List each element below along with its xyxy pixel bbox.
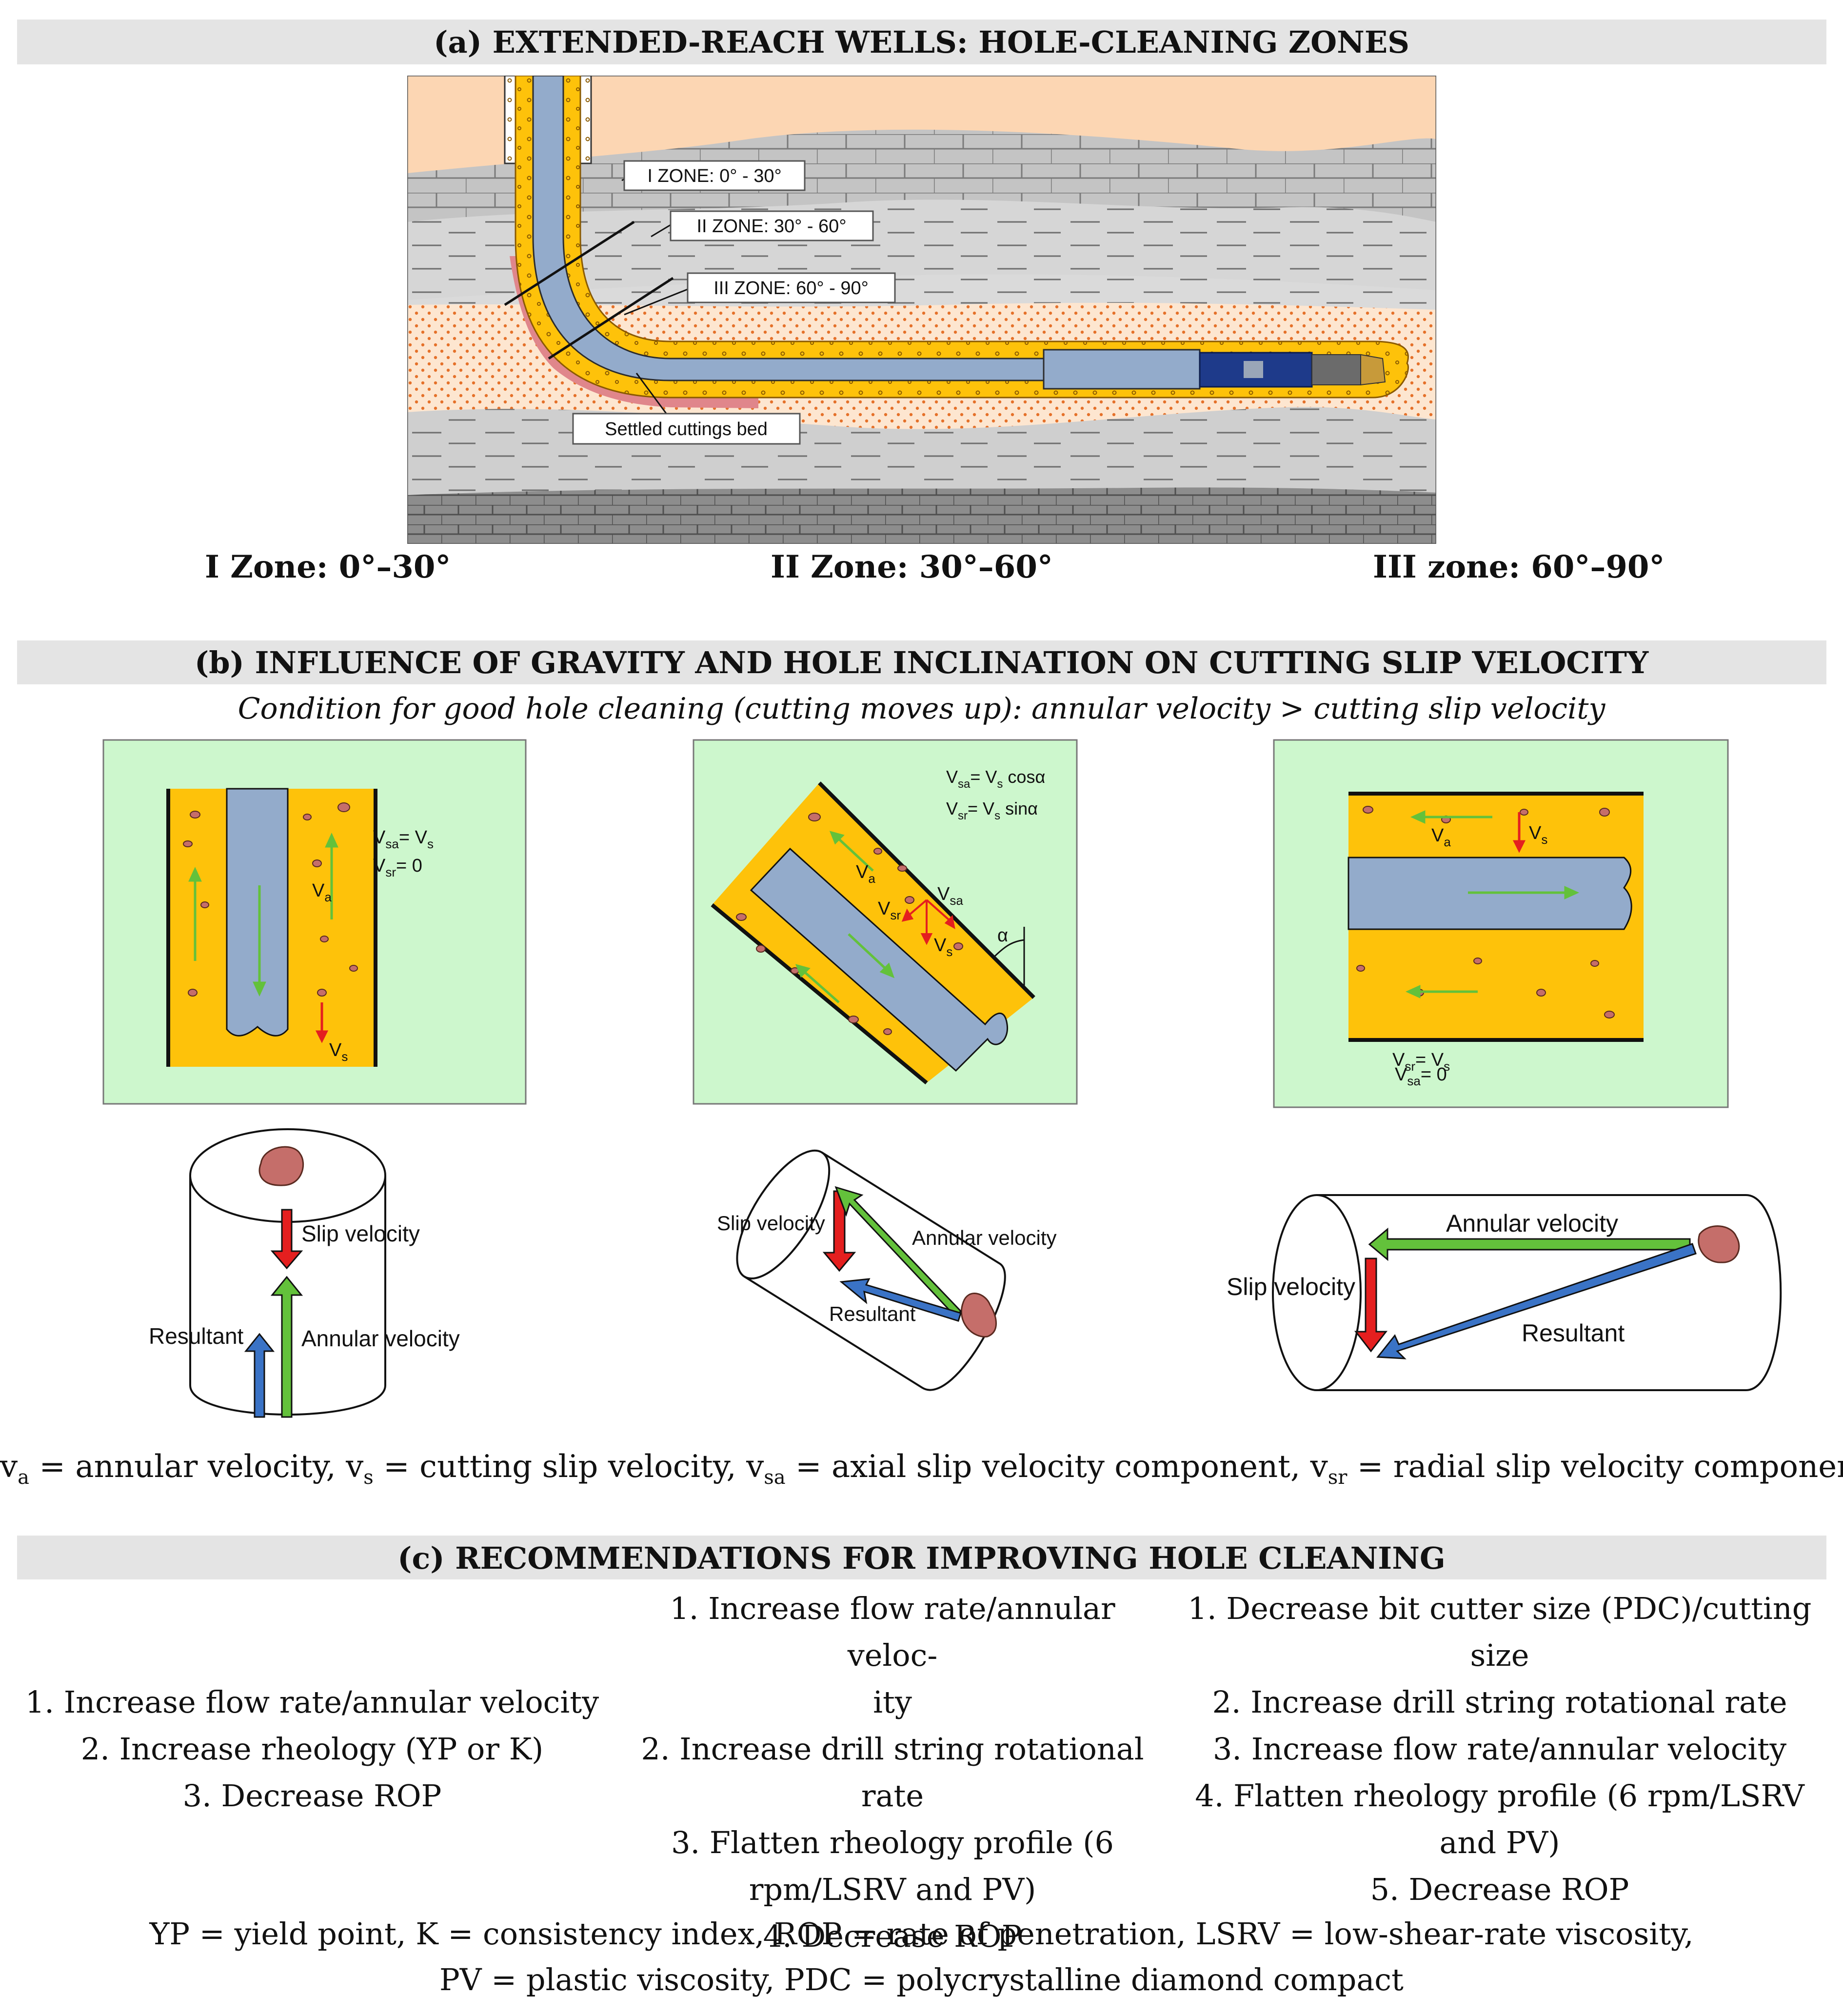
rec-item: rate [861,1778,924,1814]
section-b-title: (b) INFLUENCE OF GRAVITY AND HOLE INCLIN… [194,645,1649,680]
inclined-vector-diagram: Slip velocity Annular velocity Resultant [717,1149,1056,1391]
rec-item: 2. Increase drill string rotational [641,1731,1144,1767]
rec-item: 4. Decrease ROP [763,1918,1022,1954]
rec-item: 4. Flatten rheology profile (6 rpm/LSRV [1195,1778,1804,1814]
section-b-subtitle: Condition for good hole cleaning (cuttin… [238,692,1605,726]
rec-item: 1. Decrease bit cutter size (PDC)/cuttin… [1188,1591,1812,1626]
well-diagram: I ZONE: 0° - 30° II ZONE: 30° - 60° III … [407,76,1436,544]
vsr-equation-horizontal-text: Vsr= Vs [1392,1050,1450,1074]
section-a-header-band [17,20,1826,64]
section-b-header-band [17,640,1826,684]
zone2-recommendations: 1. Increase flow rate/annular veloc- ity… [624,1585,1161,1960]
zone1-recommendations: 1. Increase flow rate/annular velocity 2… [20,1679,605,1819]
zone2-callout-box [670,210,874,241]
resultant-label-2: Resultant [829,1302,916,1325]
velocity-legend: va = annular velocity, vs = cutting slip… [0,1449,1843,1489]
rec-item: rpm/LSRV and PV) [749,1872,1036,1907]
vsa-label-inclined: Vsa [937,884,963,908]
rec-item: 1. Increase flow rate/annular velocity [25,1684,599,1720]
annular-velocity-label-3: Annular velocity [1446,1210,1618,1237]
vsr-equation: Vsr= 0 [373,856,422,879]
svg-text:Vs: Vs [329,1040,348,1064]
zone3-callout: III ZONE: 60° - 90° [713,278,869,299]
abbreviations-line-2: PV = plastic viscosity, PDC = polycrysta… [439,1962,1404,1997]
vs-label-horizontal: Vs [1529,823,1547,847]
zone1-caption: I Zone: 0°–30° [205,549,451,585]
rec-item: 5. Decrease ROP [1370,1872,1629,1907]
va-label-inclined: Va [856,862,875,886]
zone2-callout: II ZONE: 30° - 60° [696,216,846,237]
alpha-label: α [997,925,1008,946]
slip-velocity-label-1: Slip velocity [301,1221,420,1246]
inclined-well-panel: α Va Vsr Vsa Vs Vsa= Vs cosα Vsr= Vs sin… [693,739,1078,1105]
rec-item: 3. Increase flow rate/annular velocity [1212,1731,1787,1767]
rec-item: ity [873,1684,912,1720]
zone3-callout-box [687,272,896,303]
horizontal-vector-diagram: Annular velocity Slip velocity Resultant [1227,1194,1782,1391]
slip-velocity-label-3: Slip velocity [1227,1273,1355,1300]
abbreviations-line-1: YP = yield point, K = consistency index,… [149,1916,1694,1952]
vs-label: V [329,1040,342,1060]
cuttings-bed-callout-box [572,413,801,445]
rec-item: 3. Decrease ROP [182,1778,442,1814]
va-label-horizontal: Va [1431,825,1451,849]
rec-item: 2. Increase rheology (YP or K) [80,1731,544,1767]
annular-velocity-label-1: Annular velocity [301,1326,460,1351]
rec-item: size [1470,1637,1529,1673]
zone1-callout: I ZONE: 0° - 30° [647,166,781,186]
zone3-caption: III zone: 60°–90° [1373,549,1665,585]
vsa-equation: Vsa= Vs [373,827,434,851]
rec-item: 1. Increase flow rate/annular veloc- [670,1591,1115,1673]
section-c-header-band [17,1536,1826,1579]
rec-item: 2. Increase drill string rotational rate [1212,1684,1787,1720]
rec-item: 3. Flatten rheology profile (6 [671,1825,1114,1860]
zone2-caption: II Zone: 30°–60° [771,549,1053,585]
horizontal-well-panel: Va Vs Vsa= 0 [1273,739,1729,1108]
cuttings-bed-callout: Settled cuttings bed [605,419,768,439]
vertical-well-panel: Va Vs Vsa= Vs Vsr= 0 [102,739,527,1105]
vsr-equation-inclined: Vsr= Vs sinα [946,798,1038,822]
rec-item: and PV) [1439,1825,1560,1860]
resultant-label-3: Resultant [1522,1319,1625,1347]
zone1-callout-box [623,160,806,191]
vertical-vector-diagram: Slip velocity Annular velocity Resultant [149,1128,460,1418]
section-a-title: (a) EXTENDED-REACH WELLS: HOLE-CLEANING … [434,24,1409,60]
vsr-label-inclined: Vsr [878,898,901,922]
vsa-equation-inclined: Vsa= Vs cosα [946,767,1045,791]
resultant-label-1: Resultant [149,1323,244,1349]
svg-text:Va: Va [312,880,332,904]
section-c-title: (c) RECOMMENDATIONS FOR IMPROVING HOLE C… [397,1540,1446,1576]
vsr-equation-horizontal-wrap: Vsr= Vs [1392,1050,1450,1074]
va-label: V [312,880,325,901]
vs-label-inclined: Vs [934,935,952,959]
slip-velocity-label-2: Slip velocity [717,1212,825,1235]
annular-velocity-label-2: Annular velocity [912,1226,1056,1249]
vsa-equation-horizontal: Vsa= 0 [1395,1064,1447,1088]
zone3-recommendations: 1. Decrease bit cutter size (PDC)/cuttin… [1170,1585,1829,1913]
